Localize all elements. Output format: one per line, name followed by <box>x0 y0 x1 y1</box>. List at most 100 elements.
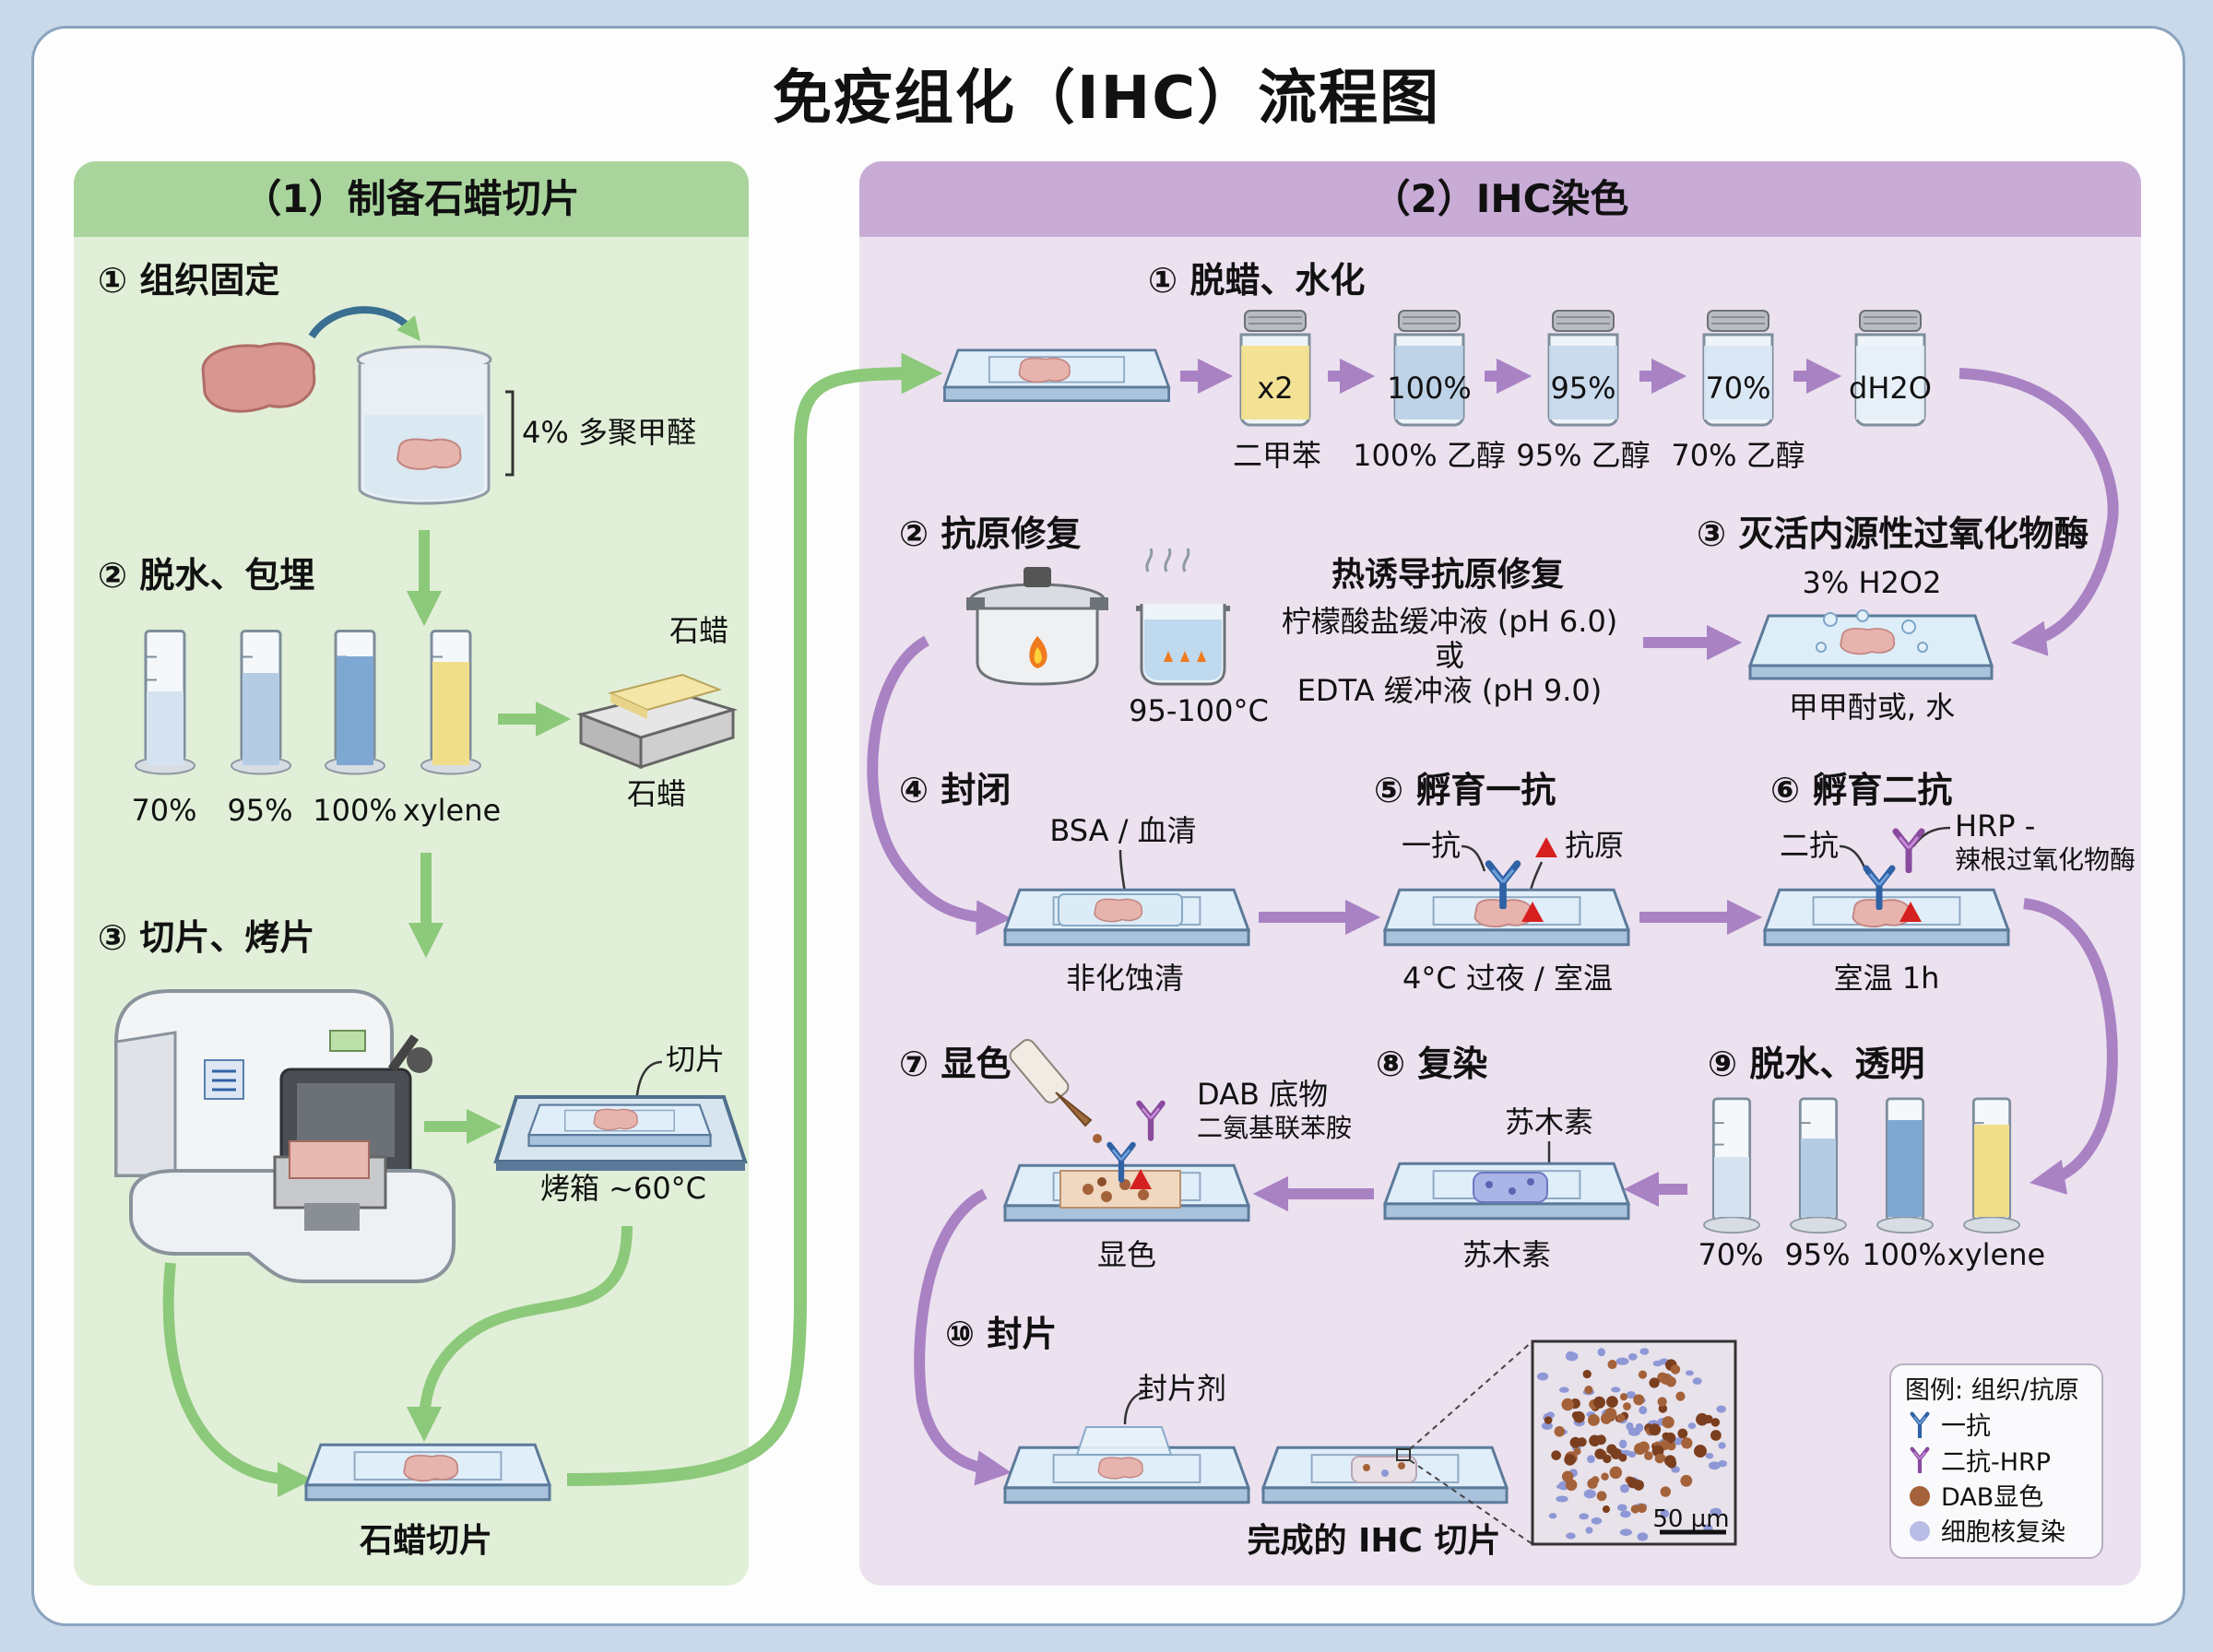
micrograph-nucleus-blue <box>1619 1528 1633 1536</box>
legend-primary: 一抗 <box>1941 1412 1991 1441</box>
microtome <box>114 989 456 1283</box>
mountant-label: 封片剂 <box>1138 1371 1226 1406</box>
hematoxylin-label: 苏木素 <box>1505 1104 1593 1139</box>
micrograph-nucleus-brown <box>1644 1451 1653 1461</box>
left-step1-title: ① 组织固定 <box>98 260 279 301</box>
secondary-label: 二抗 <box>1780 828 1839 863</box>
micrograph-nucleus-brown <box>1633 1480 1644 1491</box>
right-step2-title: ② 抗原修复 <box>899 513 1081 554</box>
micrograph-nucleus-brown <box>1573 1410 1585 1423</box>
micrograph-nucleus-brown <box>1623 1402 1631 1410</box>
micrograph-nucleus-blue <box>1620 1510 1631 1518</box>
right-panel-header: （2）IHC染色 <box>859 161 2141 237</box>
micrograph-nucleus-brown <box>1710 1418 1721 1427</box>
micrograph-nucleus-brown <box>1627 1476 1635 1485</box>
micrograph-nucleus-blue <box>1639 1348 1650 1355</box>
blocking-pointer <box>1118 849 1127 893</box>
arrow-r2-to-r4 <box>867 635 1012 936</box>
legend-dab: DAB显色 <box>1941 1483 2043 1512</box>
tube9-label-70: 70% <box>1698 1237 1763 1272</box>
micrograph-nucleus-blue <box>1597 1348 1605 1357</box>
h2o2-label: 3% H2O2 <box>1803 565 1942 600</box>
micrograph-nucleus-blue <box>1587 1455 1595 1464</box>
legend: 图例: 组织/抗原 一抗 二抗-HRP DAB显色 细胞核复染 <box>1889 1363 2103 1559</box>
micrograph-nucleus-blue <box>1709 1461 1721 1470</box>
primary-pointer <box>1461 844 1486 872</box>
micrograph-nucleus-brown <box>1662 1432 1671 1441</box>
water-bath <box>1136 548 1230 686</box>
fixative-container <box>356 345 492 505</box>
micrograph-nucleus-brown <box>1587 1478 1598 1490</box>
micrograph-nucleus-brown <box>1637 1503 1647 1514</box>
tube-100 <box>324 629 386 776</box>
peroxidase-slide <box>1747 609 1994 680</box>
jar-ethanol-100 <box>1393 309 1465 427</box>
slide-start <box>943 348 1170 403</box>
micrograph-nucleus-blue <box>1627 1352 1638 1361</box>
antigen-label: 抗原 <box>1565 828 1624 863</box>
micrograph-nucleus-brown <box>1616 1413 1626 1422</box>
micrograph-nucleus-brown <box>1660 1373 1672 1385</box>
right-step9-title: ⑨ 脱水、透明 <box>1708 1044 1924 1084</box>
tube9-95 <box>1789 1097 1848 1234</box>
micrograph-nucleus-blue <box>1566 1351 1575 1357</box>
right-step4-title: ④ 封闭 <box>899 770 1011 810</box>
jar-xylene <box>1239 309 1311 427</box>
micrograph-nucleus-blue <box>1687 1422 1697 1430</box>
micrograph-nucleus-brown <box>1662 1416 1675 1429</box>
hrp-label-line2: 辣根过氧化物酶 <box>1955 844 2136 875</box>
mounting-slide <box>1003 1426 1250 1504</box>
tube-xylene <box>420 629 482 776</box>
micrograph-nucleus-brown <box>1601 1472 1609 1481</box>
micrograph-nucleus-blue <box>1705 1452 1714 1459</box>
micrograph-nucleus-brown <box>1573 1447 1581 1456</box>
micrograph-nucleus-brown <box>1658 1404 1668 1413</box>
micrograph-nucleus-brown <box>1677 1428 1688 1439</box>
right-step3-title: ③ 灭活内源性过氧化物酶 <box>1697 513 2089 554</box>
micrograph-nucleus-blue <box>1619 1483 1629 1493</box>
micrograph-nucleus-brown <box>1654 1453 1665 1464</box>
blocking-reagent-label: BSA / 血清 <box>1049 813 1196 848</box>
micrograph-nucleus-brown <box>1564 1454 1576 1466</box>
right-step8-title: ⑧ 复染 <box>1376 1044 1487 1084</box>
micrograph-nucleus-blue <box>1536 1372 1549 1381</box>
fixative-bracket <box>505 390 515 477</box>
jar-label-70: 70% <box>1705 371 1770 406</box>
tube-label-100: 100% <box>313 793 396 828</box>
tube-95 <box>230 629 292 776</box>
zoom-line-top <box>1409 1340 1533 1450</box>
micrograph-nucleus-blue <box>1627 1427 1641 1436</box>
jar-caption-70: 70% 乙醇 <box>1671 438 1805 473</box>
buffer-edta: EDTA 缓冲液 (pH 9.0) <box>1297 673 1603 708</box>
dab-caption: 显色 <box>1097 1237 1156 1272</box>
micrograph-nucleus-brown <box>1607 1359 1617 1370</box>
oven-label: 烤箱 ~60°C <box>540 1171 706 1206</box>
micrograph-nucleus-blue <box>1541 1422 1553 1431</box>
scale-bar-label: 50 µm <box>1652 1505 1729 1533</box>
micrograph-nucleus-blue <box>1718 1460 1728 1468</box>
micrograph-nucleus-blue <box>1618 1439 1627 1449</box>
arrow-r1-to-r3 <box>1959 368 2119 656</box>
fixative-label: 4% 多聚甲醛 <box>522 415 696 450</box>
micrograph-nucleus-brown <box>1710 1430 1722 1441</box>
tube9-label-100: 100% <box>1862 1237 1946 1272</box>
micrograph-nucleus-brown <box>1696 1412 1709 1426</box>
dropper <box>1009 1039 1102 1143</box>
legend-title: 图例: 组织/抗原 <box>1905 1376 2079 1405</box>
micrograph-nucleus-brown <box>1604 1408 1617 1421</box>
pressure-cooker <box>966 567 1108 686</box>
jar-caption-100: 100% 乙醇 <box>1353 438 1506 473</box>
tube-label-95: 95% <box>227 793 292 828</box>
figure-title: 免疫组化（IHC）流程图 <box>772 65 1441 133</box>
micrograph-nucleus-brown <box>1544 1416 1553 1424</box>
micrograph-nucleus-blue <box>1583 1489 1596 1499</box>
section-label: 切片 <box>666 1042 725 1077</box>
buffer-or: 或 <box>1435 638 1464 673</box>
micrograph-nucleus-brown <box>1694 1445 1707 1458</box>
buffer-citrate: 柠檬酸盐缓冲液 (pH 6.0) <box>1282 604 1618 639</box>
micrograph-nucleus-brown <box>1633 1394 1645 1406</box>
tube9-label-xylene: xylene <box>1947 1237 2045 1272</box>
micrograph-nucleus-blue <box>1566 1532 1576 1540</box>
micrograph-nucleus-brown <box>1594 1448 1605 1459</box>
